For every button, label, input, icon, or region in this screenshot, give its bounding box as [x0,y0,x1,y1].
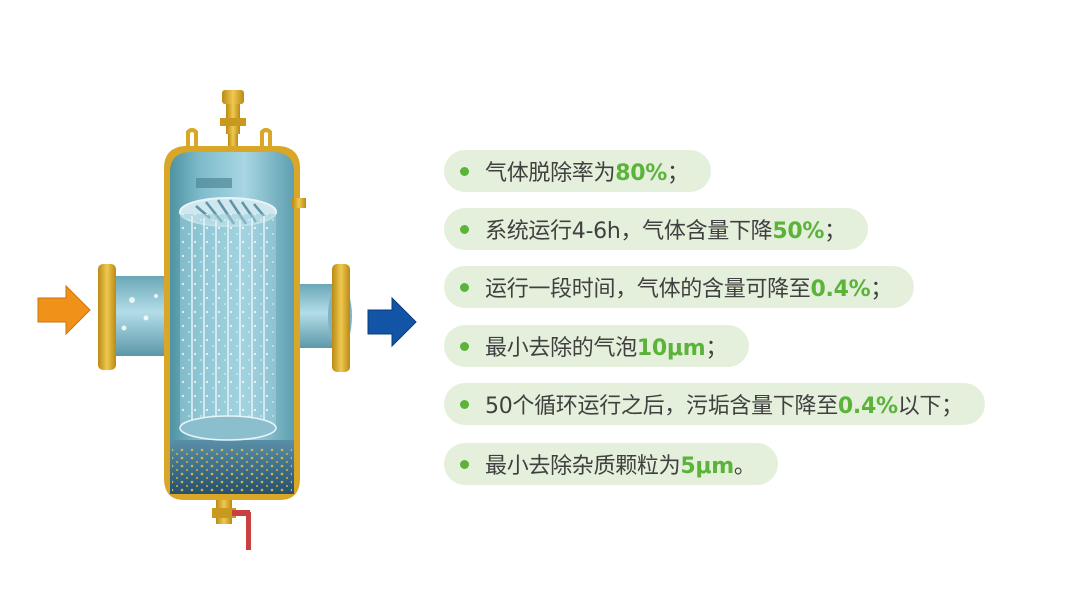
feature-text: 最小去除杂质颗粒为5μm。 [485,454,756,479]
feature-item-min-particle-size: 最小去除杂质颗粒为5μm。 [444,443,778,485]
left-lifting-lug [186,128,198,152]
outlet-flow-arrow-icon [367,296,417,348]
bullet-icon [460,459,469,469]
feature-text: 50个循环运行之后，污垢含量下降至0.4%以下； [485,394,963,419]
air-dirt-separator-illustration [37,90,417,550]
feature-text: 最小去除的气泡10μm； [485,336,728,361]
bullet-icon [460,399,469,409]
air-vent-valve [220,90,246,152]
right-lifting-lug [260,128,272,152]
drain-valve [212,500,251,550]
coalescing-mesh-element [179,197,277,441]
bullet-icon [460,282,469,292]
inlet-flow-arrow-icon [37,284,91,336]
feature-item-min-bubble-size: 最小去除的气泡10μm； [444,325,750,367]
feature-text: 系统运行4-6h，气体含量下降50%； [485,219,846,244]
feature-item-gas-removal-rate: 气体脱除率为80%； [444,150,711,192]
feature-text: 运行一段时间，气体的含量可降至0.4%； [485,277,893,302]
bullet-icon [460,341,469,351]
bullet-icon [460,166,469,176]
side-probe [292,198,306,208]
inlet-flange [98,264,116,370]
feature-item-dirt-content-drop: 50个循环运行之后，污垢含量下降至0.4%以下； [444,383,985,425]
outlet-flange [332,264,350,372]
bullet-icon [460,224,469,234]
inlet-pipe [108,276,172,356]
feature-item-gas-content-min: 运行一段时间，气体的含量可降至0.4%； [444,266,915,308]
feature-item-gas-content-drop: 系统运行4-6h，气体含量下降50%； [444,208,868,250]
feature-text: 气体脱除率为80%； [485,161,689,186]
